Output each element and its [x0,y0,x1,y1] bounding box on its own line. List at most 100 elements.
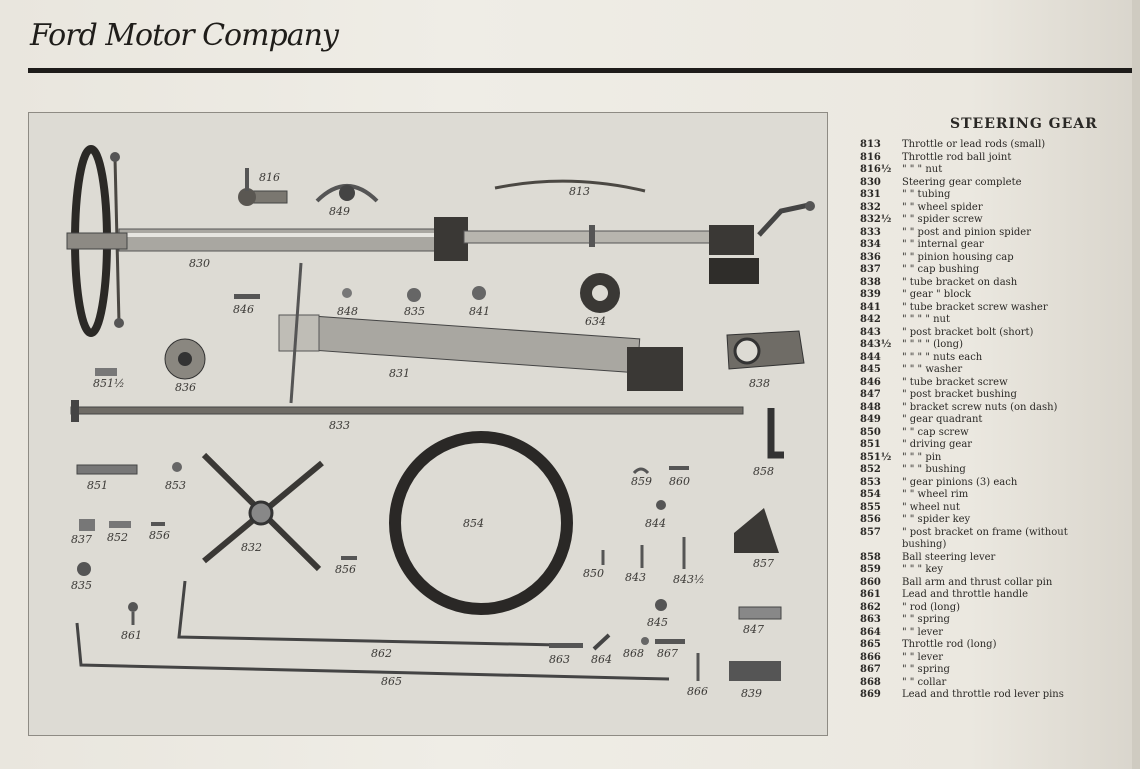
part-number: 842 [860,314,881,325]
part-number: 834 [860,239,881,250]
part-row: 859" " " key [860,564,1135,577]
figure-label: 865 [381,675,402,688]
part-row: 857 " post bracket on frame (without [860,527,1135,540]
part-description: bushing) [902,539,947,550]
part-number: 839 [860,289,881,300]
part-row: 862" rod (long) [860,602,1135,615]
part-row: 849 " gear quadrant [860,414,1135,427]
part-row: 837" " cap bushing [860,264,1135,277]
figure-label: 839 [741,687,762,700]
part-description: " tube bracket screw washer [902,301,1048,313]
figure-label: 853 [165,479,186,492]
parts-illustration: 816 849 813 830 846 848 835 841 634 851½… [28,112,828,736]
part-row: 839 " gear " block [860,289,1135,302]
figure-label: 849 [329,205,350,218]
part-row: 867" " spring [860,664,1135,677]
part-description: " post bracket bushing [902,389,1017,400]
page-edge [1132,0,1140,769]
post-rod [70,406,744,415]
part-description: Ball steering lever [902,551,996,563]
part-row: 860 Ball arm and thrust collar pin [860,577,1135,590]
part-number: 855 [860,501,881,513]
part-description: " " collar [902,676,947,688]
part-description: " gear quadrant [902,414,983,425]
part-row: 847" post bracket bushing [860,389,1135,402]
part-row: 868 " " collar [860,677,1135,690]
figure-label: 634 [585,315,606,328]
figure-label: 835 [71,579,92,592]
figure-label: 861 [121,629,142,642]
part-description: Throttle or lead rods (small) [902,139,1046,150]
part-number: 816½ [860,164,892,175]
part-row: 850" " cap screw [860,427,1135,440]
part-number: 832½ [860,214,892,225]
part-number: 864 [860,626,881,638]
part-description: " wheel nut [902,501,960,513]
part-row: 856" " spider key [860,514,1135,527]
figure-label: 864 [591,653,612,666]
column-gear-box [709,225,754,255]
part-row: 851" driving gear [860,439,1135,452]
part-row: 841 " tube bracket screw washer [860,302,1135,315]
part-row: 853" gear pinions (3) each [860,477,1135,490]
part-number: 866 [860,651,881,663]
figure-label: 837 [71,533,92,546]
part-number: 838 [860,276,881,288]
part-number: 868 [860,676,881,688]
part-description: Ball arm and thrust collar pin [902,576,1053,588]
brand-logo: Ford Motor Company [30,18,339,53]
part-description: " rod (long) [902,601,961,613]
part-description: " " wheel spider [902,201,983,213]
part-description: " " spider screw [902,214,983,225]
figure-label: 859 [631,475,652,488]
part-description: " gear " block [902,289,972,300]
figure-label: 866 [687,685,708,698]
part-description: " " wheel rim [902,489,969,500]
part-number: 841 [860,301,881,313]
part-description: " " " " (long) [902,339,963,350]
part-description: " " lever [902,651,944,663]
part-description: " " " bushing [902,464,966,475]
throttle-rod [75,622,670,681]
part-row: 832" " wheel spider [860,202,1135,215]
part-row: 845 " " " washer [860,364,1135,377]
figure-label: 843½ [673,573,705,586]
part-description: " tube bracket screw [902,376,1008,388]
figure-label: 847 [743,623,764,636]
part-row: 813 Throttle or lead rods (small) [860,139,1135,152]
figure-label: 833 [329,419,350,432]
part-number: 860 [860,576,881,588]
wheel-rim [389,431,573,615]
part-description: " " tubing [902,189,951,200]
steering-column [118,228,440,252]
part-number: 857 [860,526,881,538]
part-number: 846 [860,376,881,388]
part-number: 844 [860,351,881,363]
part-number: 831 [860,189,881,200]
figure-label: 836 [175,381,196,394]
figure-label: 848 [337,305,358,318]
part-number: 833 [860,226,881,238]
part-row: 832½ " " spider screw [860,214,1135,227]
figure-label: 832 [241,541,262,554]
figure-label: 858 [753,465,774,478]
part-number: 843 [860,326,881,338]
figure-label: 857 [753,557,774,570]
part-description: " " " " nuts each [902,351,983,363]
part-description: " " " washer [902,364,963,375]
part-description: " post bracket on frame (without [902,526,1068,538]
part-number: 843½ [860,339,892,350]
part-number: 845 [860,364,881,375]
part-description: " " spider key [902,514,971,525]
part-number: 851 [860,439,881,450]
part-number: 849 [860,414,881,425]
part-description: Lead and throttle handle [902,589,1029,600]
part-number: 848 [860,401,881,413]
figure-label: 831 [389,367,410,380]
part-number: 813 [860,139,881,150]
part-description: " " lever [902,626,944,638]
